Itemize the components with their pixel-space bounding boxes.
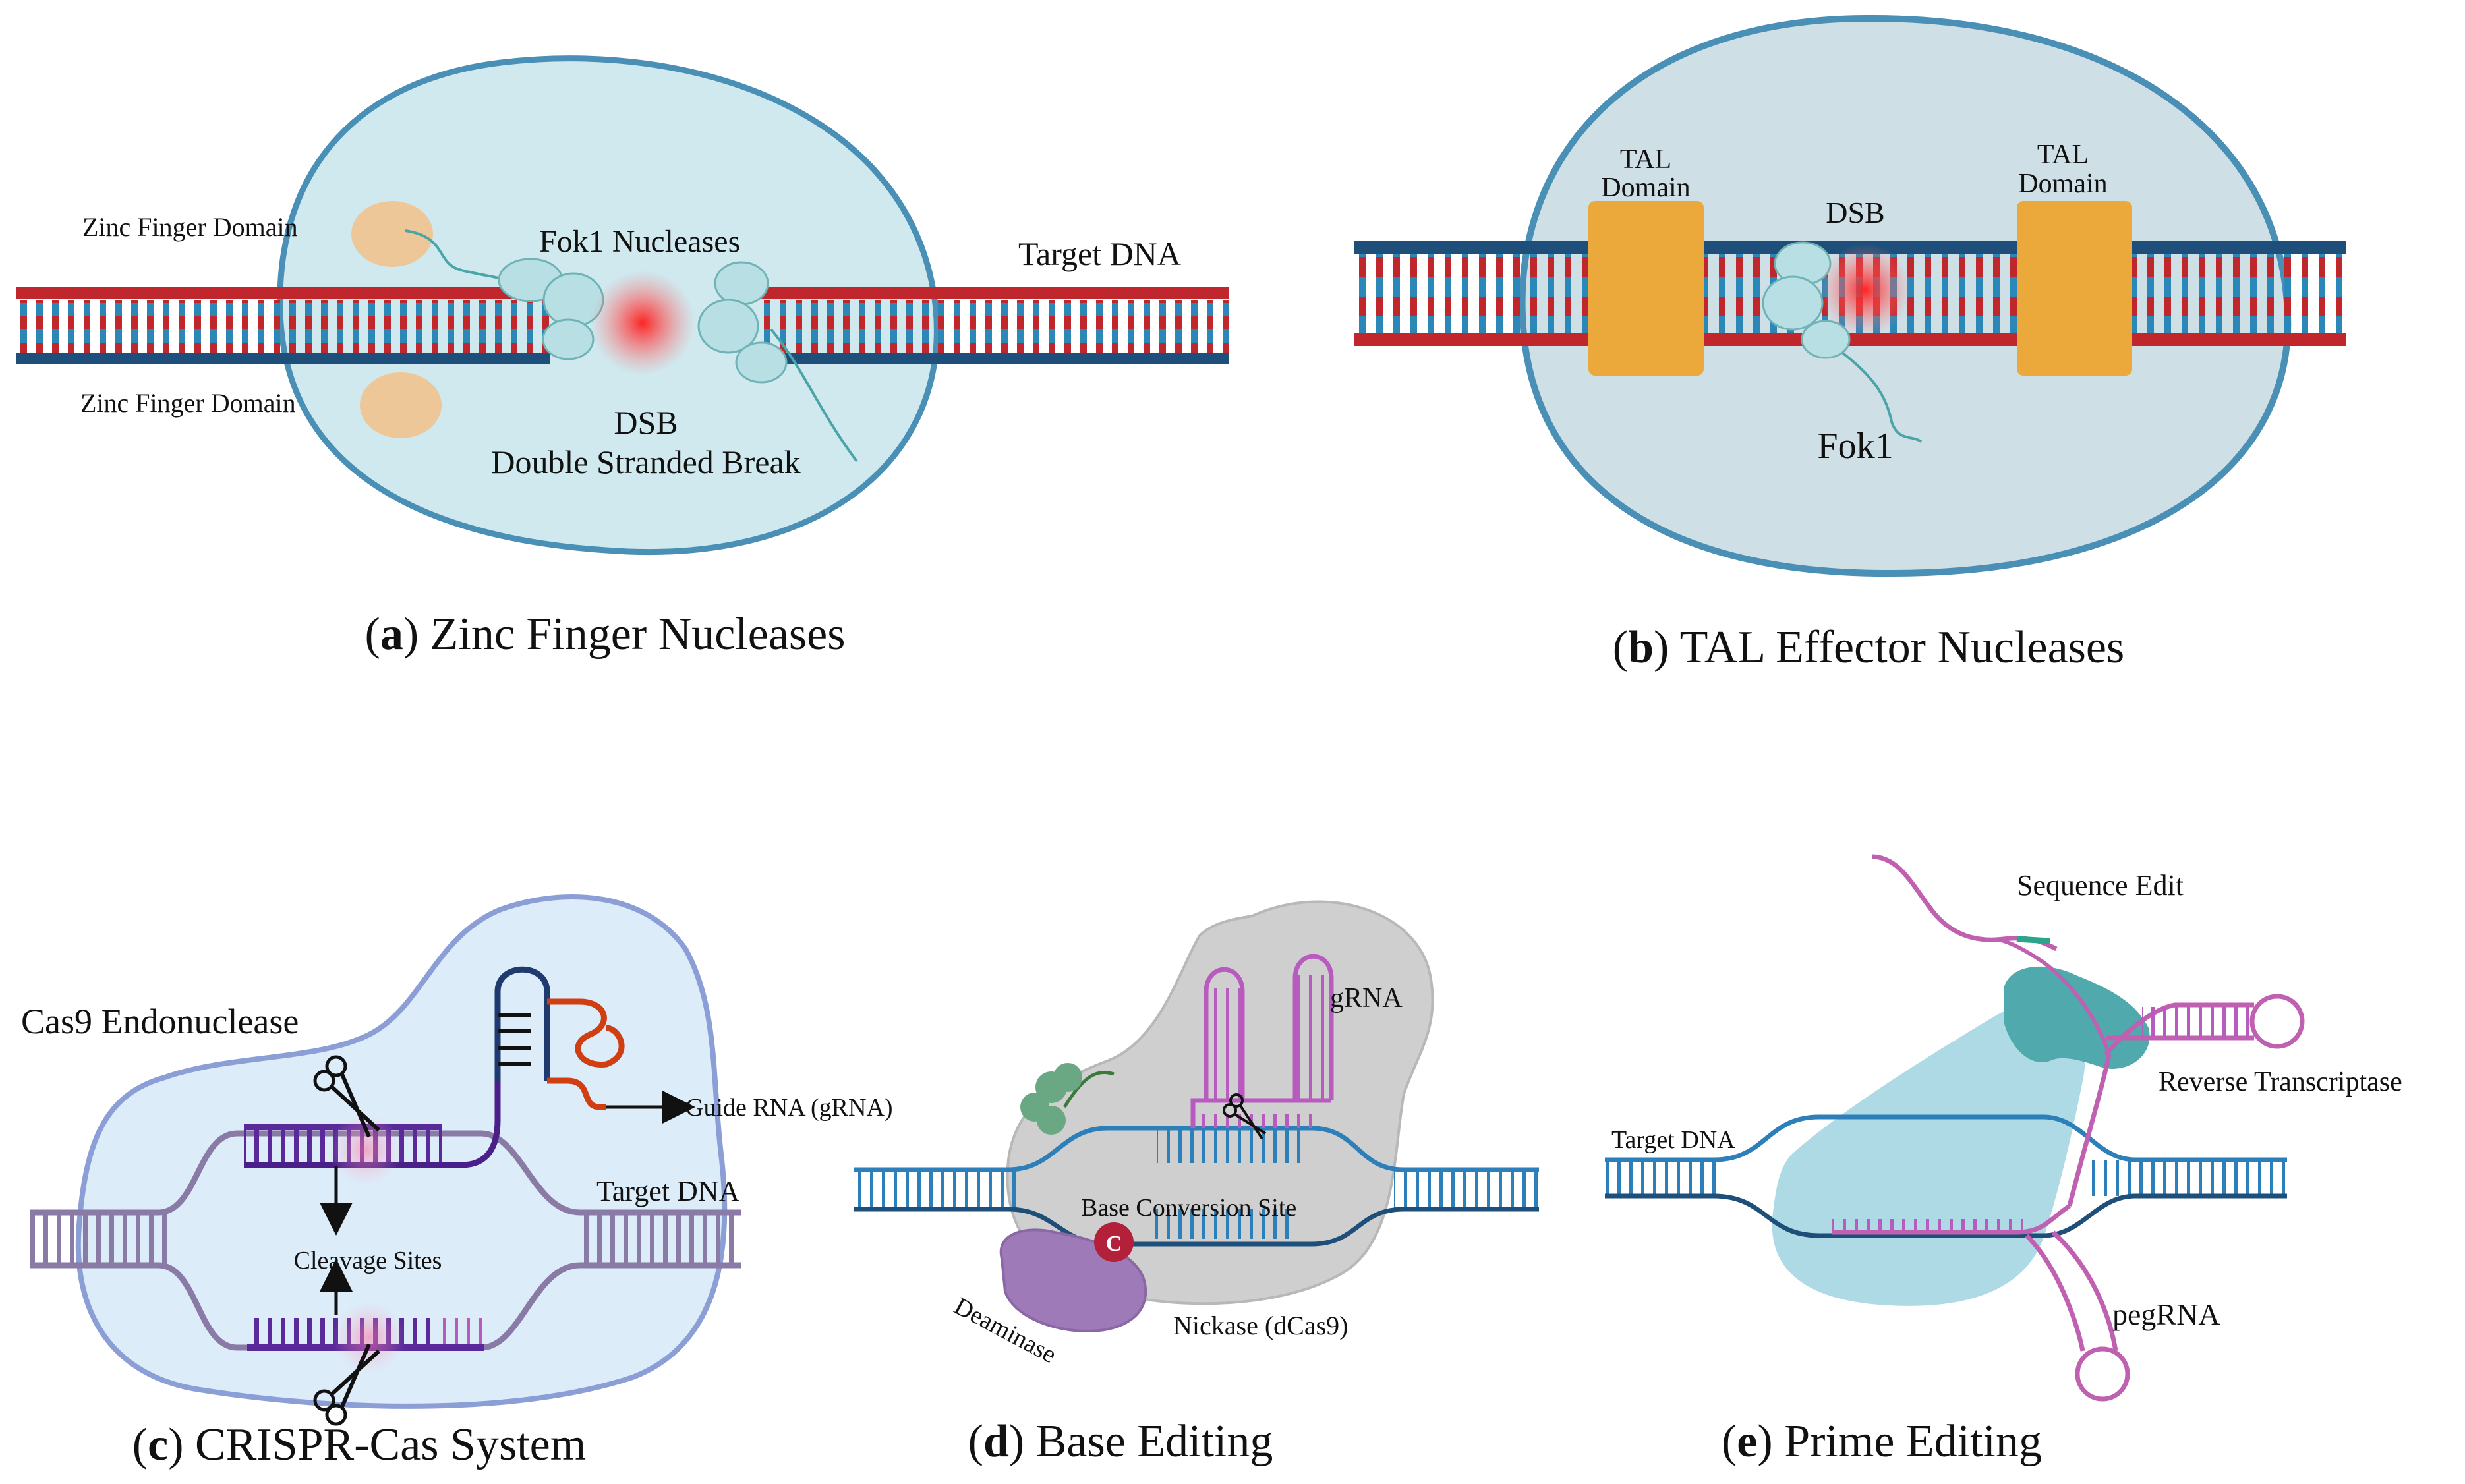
zinc-finger-domain-bottom (360, 372, 442, 438)
label-zinc-finger-bottom: Zinc Finger Domain (80, 388, 296, 418)
panel-c-cleavage-glow-top (330, 1114, 402, 1186)
caption-a-letter: a (380, 609, 403, 660)
panel-d-linker-protein (1020, 1063, 1115, 1135)
label-nickase: Nickase (dCas9) (1173, 1311, 1348, 1340)
caption-c-letter: c (148, 1419, 168, 1470)
caption-b-letter: b (1628, 622, 1654, 673)
label-tal-right-1: TAL (2037, 140, 2089, 170)
caption-e-letter: e (1737, 1416, 1757, 1467)
label-reverse-transcriptase: Reverse Transcriptase (2159, 1067, 2402, 1097)
caption-a-text: Zinc Finger Nucleases (419, 609, 845, 660)
fok1-nuclease-b (1762, 241, 1851, 359)
label-base-letter: C (1106, 1232, 1122, 1256)
panel-c-cleavage-glow-bottom (333, 1301, 405, 1374)
scissors-icon-top (313, 1055, 381, 1138)
caption-e: (e) Prime Editing (1722, 1416, 2042, 1467)
label-tal-left-1: TAL (1620, 144, 1671, 175)
caption-d-text: Base Editing (1024, 1416, 1273, 1467)
label-grna-d: gRNA (1330, 983, 1403, 1013)
label-target-dna-c: Target DNA (596, 1175, 740, 1207)
panel-b-dsb-glow (1819, 244, 1911, 336)
label-cas9-endonuclease: Cas9 Endonuclease (21, 1002, 299, 1041)
label-fok1-nucleases: Fok1 Nucleases (539, 224, 740, 259)
panel-a-dna-left (16, 287, 550, 364)
fok1-nuclease-right (697, 261, 788, 384)
base-conversion-marker (1094, 1222, 1134, 1262)
panel-c: Cas9 Endonuclease Guide RNA (gRNA) Targe… (21, 894, 893, 1470)
label-base-conversion-site: Base Conversion Site (1081, 1194, 1296, 1222)
label-double-stranded-break: Double Stranded Break (491, 443, 800, 480)
caption-b: (b) TAL Effector Nucleases (1613, 622, 2124, 673)
panel-d: C gRNA Base Conversion Site Deaminase Ni… (854, 900, 1539, 1467)
label-pegrna: pegRNA (2112, 1298, 2220, 1331)
panel-a-dna-right (758, 287, 1229, 364)
panel-d-grna (1190, 954, 1334, 1128)
caption-a: (a) Zinc Finger Nucleases (365, 609, 846, 660)
panel-b-linker (1828, 341, 1923, 443)
panel-e: Sequence Edit Reverse Transcriptase Targ… (1605, 854, 2402, 1467)
panel-a: Zinc Finger Domain Zinc Finger Domain Fo… (16, 55, 1229, 660)
caption-c-text: CRISPR-Cas System (184, 1419, 587, 1470)
label-target-dna-e: Target DNA (1611, 1126, 1735, 1154)
panel-c-grna-hairpin (494, 966, 625, 1110)
label-dsb-a: DSB (614, 404, 678, 441)
label-tal-right-2: Domain (2018, 169, 2107, 199)
label-dsb-b: DSB (1826, 196, 1884, 229)
panel-a-linker-right (770, 328, 858, 463)
caption-d: (d) Base Editing (968, 1416, 1273, 1467)
label-cleavage-sites: Cleavage Sites (294, 1247, 442, 1274)
scissors-icon-bottom (313, 1343, 381, 1426)
panel-a-dsb-glow (590, 270, 695, 376)
fok1-nuclease-left (498, 258, 604, 360)
caption-b-text: TAL Effector Nucleases (1669, 622, 2124, 673)
caption-d-letter: d (983, 1416, 1009, 1467)
label-fok1-b: Fok1 (1817, 426, 1893, 467)
reverse-transcriptase-blob (2004, 966, 2150, 1069)
scissors-icon-d (1223, 1093, 1267, 1140)
caption-e-text: Prime Editing (1773, 1416, 2042, 1467)
panel-e-target-dna (1605, 1114, 2287, 1238)
sequence-edit-flap (1871, 854, 2058, 952)
caption-c: (c) CRISPR-Cas System (132, 1419, 586, 1470)
tal-domain-left (1588, 201, 1704, 376)
panel-b: TAL Domain TAL Domain DSB Fok1 (b) TAL E… (1354, 14, 2346, 673)
label-target-dna-a: Target DNA (1018, 235, 1181, 272)
label-sequence-edit: Sequence Edit (2017, 869, 2184, 901)
label-zinc-finger-top: Zinc Finger Domain (82, 212, 298, 242)
tal-domain-right (2017, 201, 2132, 376)
pegrna (1832, 937, 2305, 1402)
label-tal-left-2: Domain (1601, 173, 1690, 203)
zinc-finger-domain-top (351, 201, 433, 267)
label-guide-rna: Guide RNA (gRNA) (685, 1094, 893, 1122)
